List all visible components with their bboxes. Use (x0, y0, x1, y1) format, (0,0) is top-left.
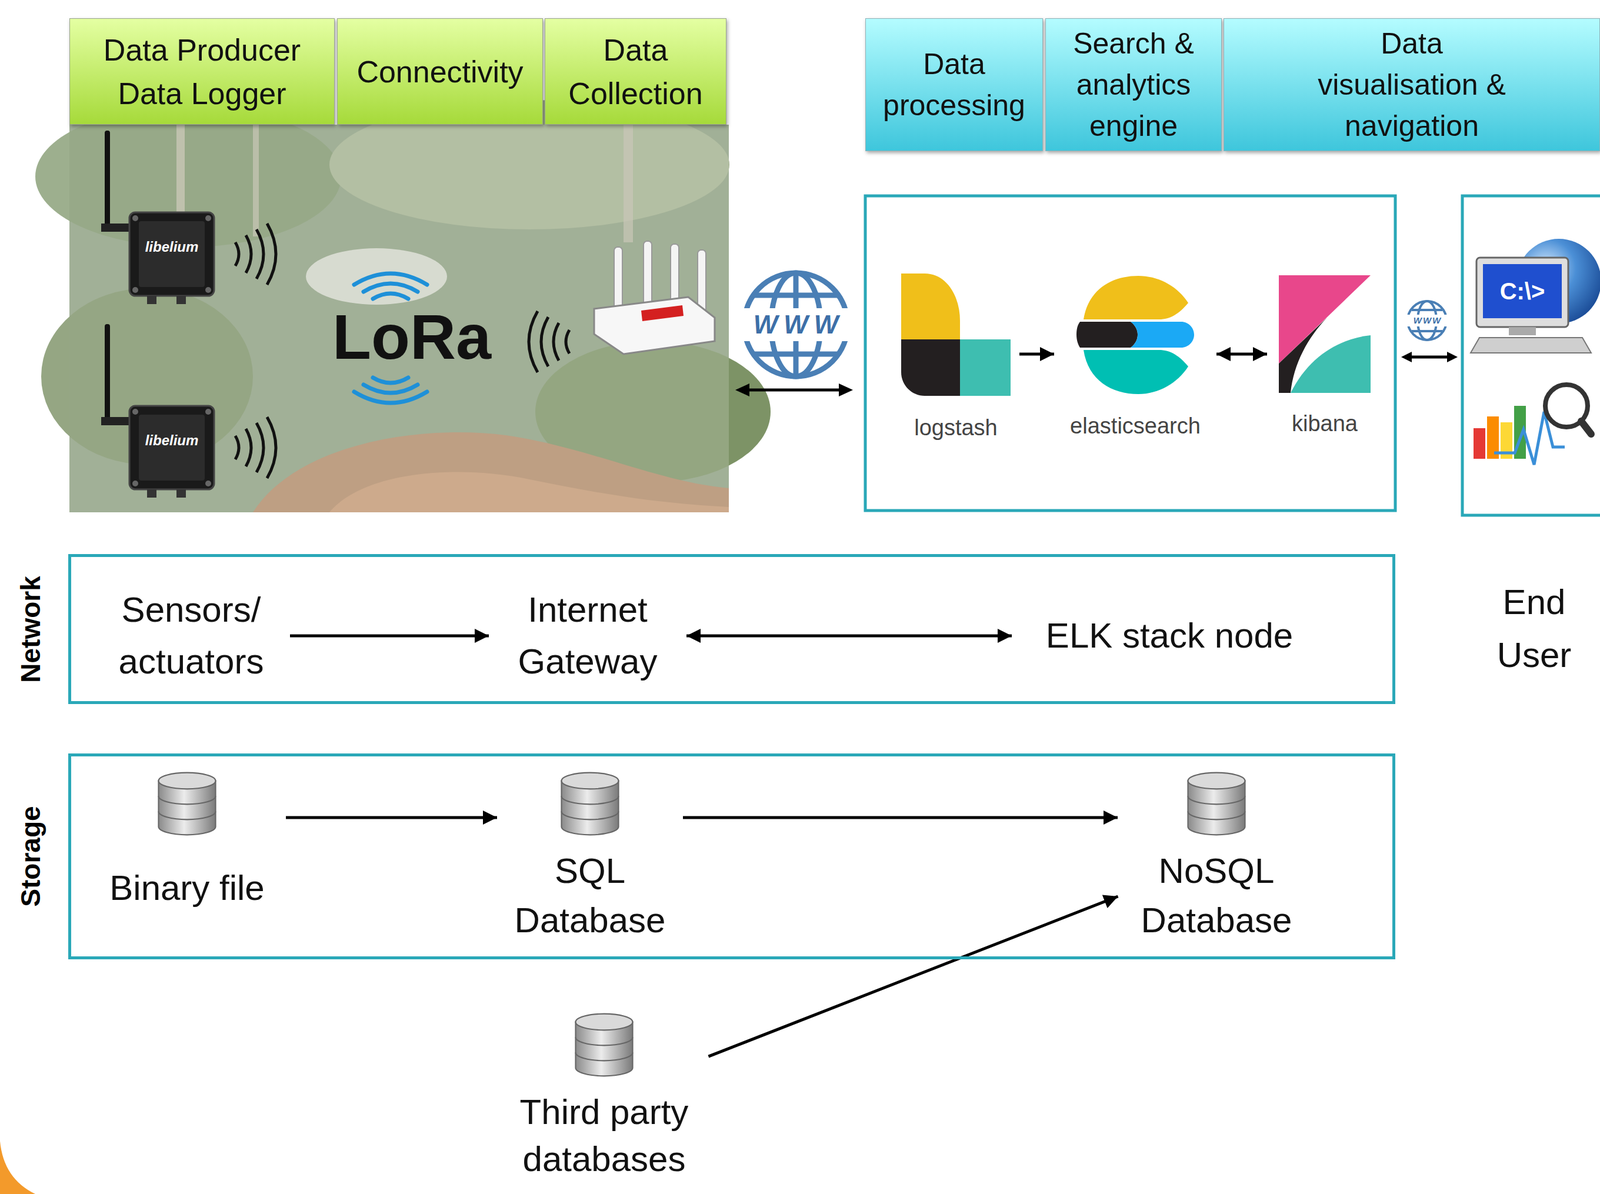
connector-arrow (686, 628, 1012, 643)
database-icon (559, 770, 621, 838)
header-text: Search & analytics engine (1050, 22, 1217, 147)
header-band: Search & analytics engine (1045, 18, 1222, 152)
header-text: Connectivity (356, 50, 523, 94)
logo-label: kibana (1291, 409, 1358, 438)
node-text: ELK stack node (1016, 610, 1323, 662)
layer-band: StorageBinary fileSQL DatabaseNoSQL Data… (68, 753, 1396, 960)
elk-frame (865, 195, 1396, 511)
screen-text: C:\> (1500, 277, 1546, 305)
arrow-head (1040, 347, 1055, 362)
globe-text: WWW (1413, 315, 1442, 326)
database-node: NoSQL Database (1122, 770, 1311, 946)
site-photo (35, 100, 771, 513)
network-node: ELK stack node (1016, 610, 1323, 662)
www-globe (740, 272, 852, 377)
node-text: Binary file (109, 863, 265, 913)
connector-line (285, 816, 498, 820)
logo-node: elasticsearch (1058, 274, 1212, 440)
logo-node: kibana (1271, 275, 1378, 438)
database-node: SQL Database (501, 770, 679, 946)
connector-arrow (1216, 347, 1268, 362)
connector-line (682, 816, 1118, 820)
arrow-head (997, 628, 1012, 643)
node-text: SQL Database (501, 846, 679, 946)
header-text: Data processing (870, 43, 1038, 126)
header-band: Data Collection (544, 18, 727, 125)
arrow-head (482, 810, 498, 825)
node-text: Internet Gateway (493, 584, 682, 688)
node-text: Third party databases (504, 1088, 705, 1183)
connector-arrow (682, 810, 1118, 825)
layer-title: Storage (15, 805, 46, 907)
database-icon (1185, 770, 1248, 838)
header-text: Data Collection (550, 28, 722, 116)
sensor-node (101, 324, 276, 498)
logstash-logo (901, 273, 1011, 396)
header-band: Data Producer Data Logger (69, 18, 335, 125)
arrow-head (1103, 810, 1118, 825)
database-icon (156, 770, 218, 838)
layer-band: NetworkSensors/ actuatorsInternet Gatewa… (68, 554, 1396, 705)
arrow-head (1216, 347, 1231, 362)
globe-text: WWW (753, 310, 845, 340)
www-globe-small (1405, 301, 1449, 340)
gateway-waves (528, 311, 570, 373)
database-node: Binary file (92, 770, 282, 913)
network-node: Internet Gateway (493, 584, 682, 688)
connector-line (290, 634, 489, 638)
node-text: Sensors/ actuators (97, 584, 286, 688)
connector-arrow (708, 895, 1118, 1058)
connector-arrow (290, 628, 489, 643)
arrow-head (1252, 347, 1268, 362)
arrow-head (1102, 895, 1119, 909)
connector-arrow (1019, 347, 1055, 362)
kibana-logo (1278, 275, 1371, 393)
double-arrow (735, 383, 853, 397)
end-user-frame (1462, 195, 1600, 516)
header-band: Data processing (865, 18, 1043, 152)
arrow-head (686, 628, 701, 643)
database-node: Third party databases (504, 1011, 705, 1183)
internet-gateway (594, 241, 715, 355)
node-text: NoSQL Database (1122, 846, 1311, 946)
double-arrow (1401, 351, 1458, 363)
role-label: End User (1469, 575, 1599, 682)
network-node: Sensors/ actuators (97, 584, 286, 688)
elasticsearch-logo (1076, 274, 1195, 396)
arrow-head (474, 628, 489, 643)
connector-line (708, 896, 1118, 1057)
corner-decoration (0, 1141, 36, 1194)
header-band: Connectivity (337, 18, 543, 125)
sensor-node (101, 130, 276, 305)
logo-node: logstash (897, 273, 1015, 442)
header-band: Data visualisation & navigation (1223, 18, 1600, 152)
connector-line (686, 634, 1012, 638)
analytics-icon (1473, 384, 1592, 465)
header-text: Data visualisation & navigation (1311, 22, 1512, 147)
connector-arrow (285, 810, 498, 825)
layer-title: Network (15, 575, 46, 683)
logo-text: LoRa (332, 305, 492, 369)
logo-label: elasticsearch (1070, 411, 1201, 440)
computer-icon (1470, 238, 1600, 353)
logo-label: logstash (914, 413, 998, 442)
database-icon (573, 1011, 635, 1079)
brand-text: libelium (145, 432, 199, 449)
header-text: Data Producer Data Logger (74, 28, 330, 116)
brand-text: libelium (145, 238, 199, 256)
